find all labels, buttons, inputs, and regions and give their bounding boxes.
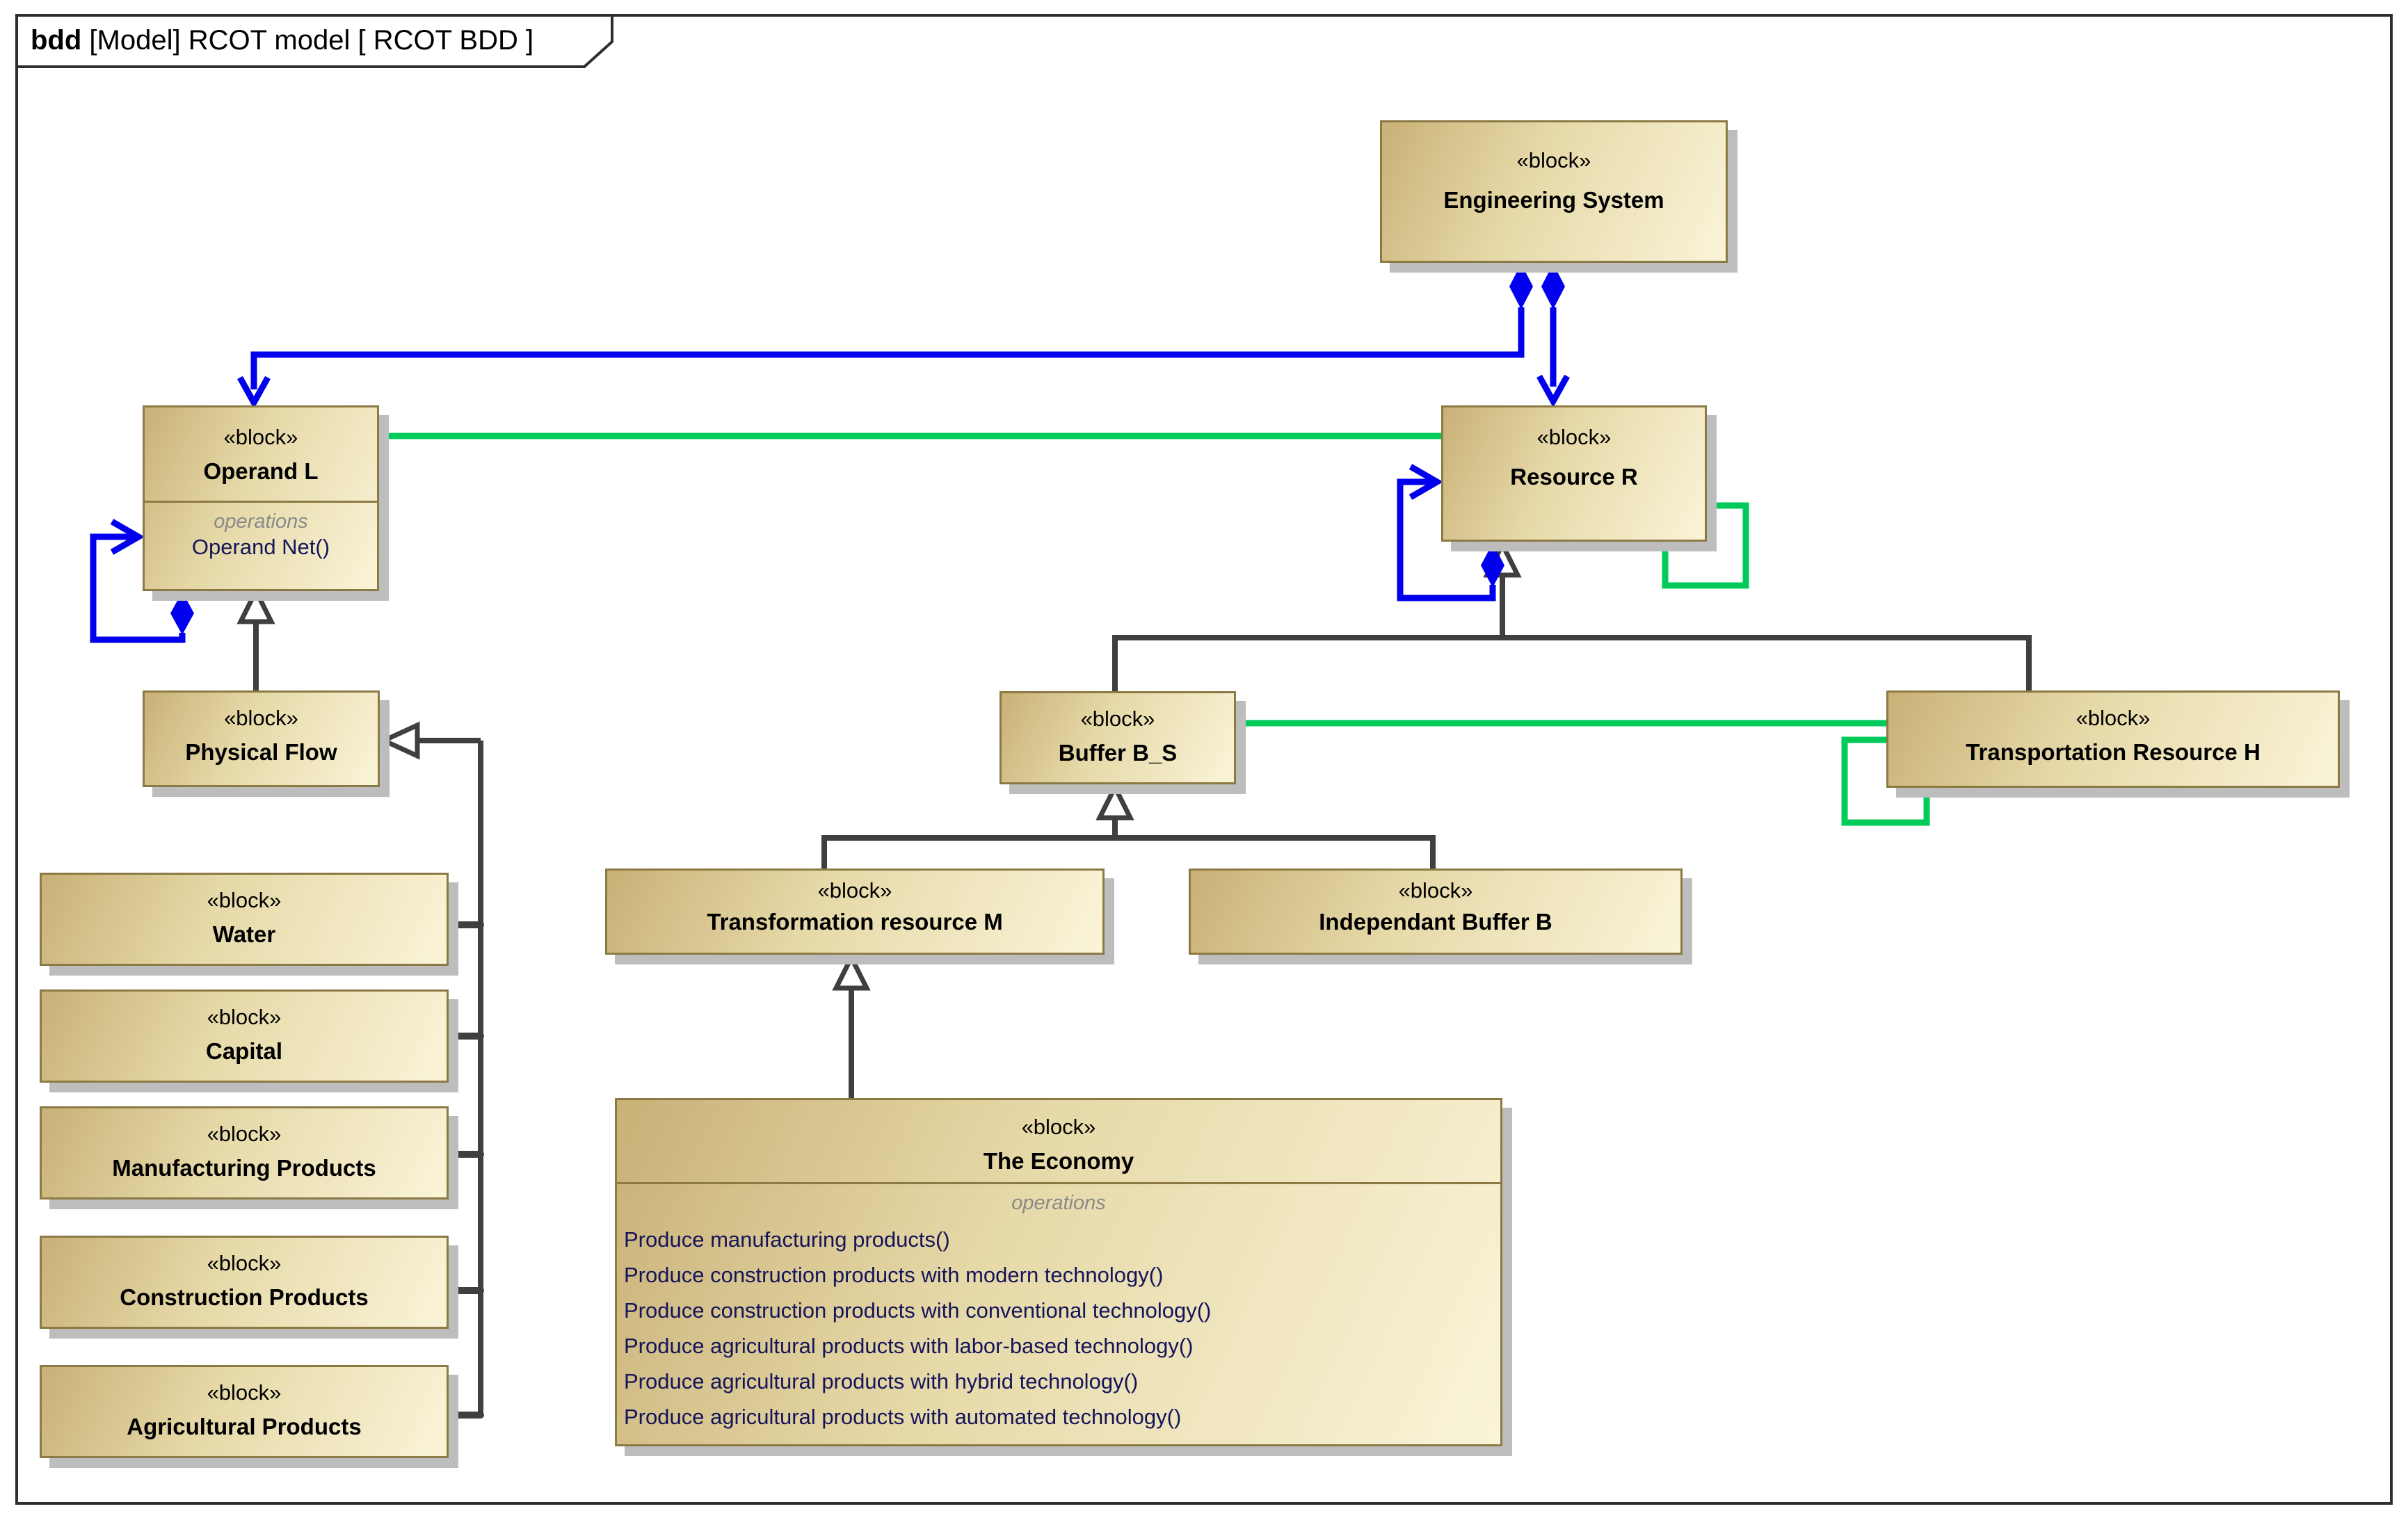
operation-item: Produce manufacturing products(): [624, 1227, 950, 1252]
block-independant-buffer-b[interactable]: «block» Independant Buffer B: [1189, 868, 1683, 955]
block-stereotype: «block»: [224, 706, 298, 730]
composition-diamond-icon: [1541, 264, 1565, 309]
composition-diamond-icon: [1481, 543, 1504, 588]
block-capital[interactable]: «block» Capital: [40, 989, 449, 1083]
block-name: Independant Buffer B: [1319, 909, 1552, 935]
block-transportation-resource-h[interactable]: «block» Transportation Resource H: [1886, 690, 2340, 788]
block-stereotype: «block»: [207, 1122, 282, 1146]
operations-compartment-label: operations: [1011, 1192, 1106, 1214]
block-name: The Economy: [983, 1148, 1134, 1174]
block-stereotype: «block»: [817, 878, 892, 903]
block-manufacturing-products[interactable]: «block» Manufacturing Products: [40, 1106, 449, 1199]
block-stereotype: «block»: [223, 425, 298, 449]
block-water[interactable]: «block» Water: [40, 873, 449, 966]
block-physical-flow[interactable]: «block» Physical Flow: [143, 690, 380, 787]
operation-item: Produce agricultural products with autom…: [624, 1405, 1182, 1429]
block-name: Engineering System: [1443, 187, 1664, 213]
generalization-triangle-icon: [236, 585, 275, 624]
block-the-economy[interactable]: «block» The Economy operations Produce m…: [615, 1098, 1502, 1446]
block-stereotype: «block»: [1080, 706, 1155, 731]
block-name: Agricultural Products: [127, 1414, 362, 1439]
generalization-triangle-icon: [832, 952, 871, 991]
block-agricultural-products[interactable]: «block» Agricultural Products: [40, 1365, 449, 1458]
composition-operand-l-self-loop[interactable]: [90, 533, 186, 643]
composition-resource-r-self-loop[interactable]: [1397, 478, 1496, 601]
diagram-frame-border: [15, 14, 2393, 1505]
compartment-divider: [145, 501, 377, 503]
generalization-connector-buffer-trh[interactable]: [1112, 635, 2032, 691]
block-name: Capital: [205, 1038, 283, 1064]
block-stereotype: «block»: [1021, 1115, 1096, 1139]
operation-item: Produce construction products with moder…: [624, 1263, 1164, 1287]
association-transportation-h-self-loop[interactable]: [1841, 736, 1930, 826]
block-name: Water: [212, 921, 276, 947]
block-resource-r[interactable]: «block» Resource R: [1441, 405, 1707, 542]
composition-diamond-icon: [170, 592, 194, 635]
block-stereotype: «block»: [2076, 706, 2151, 730]
block-name: Physical Flow: [185, 739, 337, 765]
composition-diamond-icon: [1509, 264, 1533, 309]
compartment-divider: [617, 1182, 1500, 1184]
generalization-connector-m-ibb[interactable]: [821, 835, 1436, 868]
block-name: Buffer B_S: [1058, 740, 1178, 766]
operation-item: Produce agricultural products with hybri…: [624, 1369, 1139, 1393]
block-stereotype: «block»: [1516, 148, 1591, 172]
composition-engineering-system-to-operand-l[interactable]: [250, 307, 1525, 389]
diagram-title-tab: [15, 14, 613, 68]
block-operand-l[interactable]: «block» Operand L operations Operand Net…: [143, 405, 379, 591]
block-stereotype: «block»: [1398, 878, 1473, 903]
block-engineering-system[interactable]: «block» Engineering System: [1380, 120, 1728, 263]
association-resource-r-self-loop[interactable]: [1662, 502, 1749, 589]
block-name: Resource R: [1510, 464, 1638, 490]
block-name: Operand L: [203, 458, 319, 484]
block-stereotype: «block»: [207, 888, 282, 912]
operation-item: Operand Net(): [191, 535, 330, 559]
open-arrow-icon: [1408, 464, 1443, 500]
block-name: Construction Products: [120, 1284, 369, 1310]
operation-item: Produce agricultural products with labor…: [624, 1334, 1194, 1358]
block-transformation-resource-m[interactable]: «block» Transformation resource M: [605, 868, 1105, 955]
generalization-triangle-icon: [378, 721, 420, 760]
block-stereotype: «block»: [1536, 425, 1612, 449]
open-arrow-icon: [110, 519, 145, 555]
block-name: Transformation resource M: [707, 909, 1003, 935]
block-stereotype: «block»: [207, 1005, 282, 1029]
block-stereotype: «block»: [207, 1380, 282, 1405]
open-arrow-icon: [237, 375, 271, 410]
diagram-kind-keyword: bdd: [31, 25, 82, 56]
operations-compartment-label: operations: [214, 510, 308, 533]
block-construction-products[interactable]: «block» Construction Products: [40, 1236, 449, 1329]
generalization-triangle-icon: [1095, 782, 1134, 821]
operation-item: Produce construction products with conve…: [624, 1298, 1212, 1323]
open-arrow-icon: [1536, 374, 1570, 408]
block-name: Manufacturing Products: [112, 1155, 376, 1181]
block-name: Transportation Resource H: [1966, 739, 2261, 765]
diagram-tab-label: bdd [Model] RCOT model [ RCOT BDD ]: [31, 25, 533, 56]
diagram-title: [Model] RCOT model [ RCOT BDD ]: [81, 25, 534, 56]
block-stereotype: «block»: [207, 1251, 282, 1275]
block-buffer-b-s[interactable]: «block» Buffer B_S: [1000, 691, 1236, 784]
